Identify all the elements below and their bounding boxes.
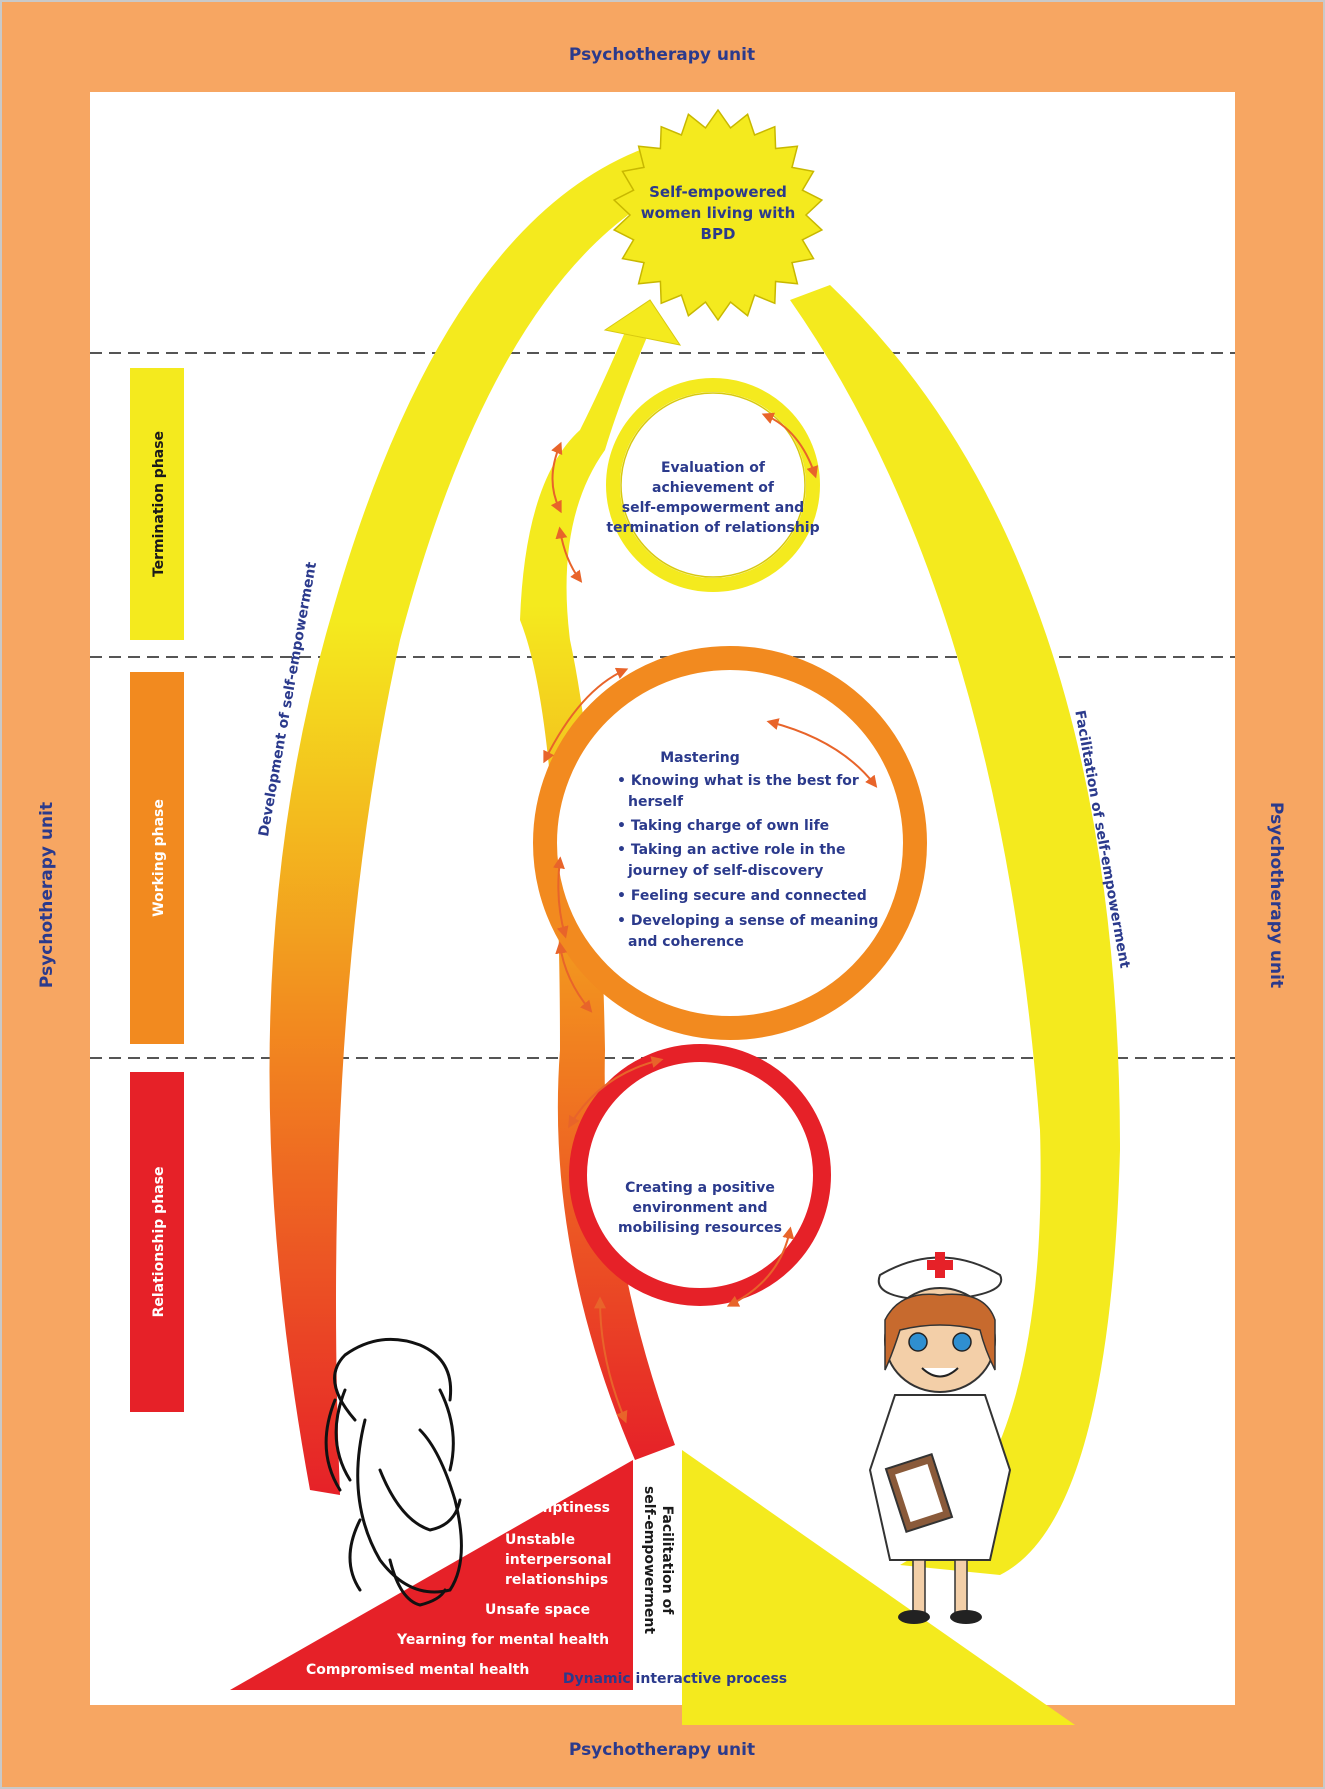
termination-phase-bar xyxy=(130,368,184,640)
frame-left-label: Psychotherapy unit xyxy=(37,802,57,988)
facilitation-arc xyxy=(790,285,1120,1575)
relationship-phase-bar xyxy=(130,1072,184,1412)
nurse-icon xyxy=(868,1252,1012,1624)
triangle-item-1: Emptiness xyxy=(528,1500,610,1516)
sun-icon xyxy=(612,108,824,322)
sun-label-line2: women living with xyxy=(641,204,796,222)
triangle-item-5: Compromised mental health xyxy=(306,1662,529,1678)
termination-text-line2: achievement of xyxy=(652,480,775,496)
bullet-1-line2: herself xyxy=(628,794,684,810)
yellow-triangle xyxy=(682,1450,1075,1725)
frame-top-label: Psychotherapy unit xyxy=(569,45,755,65)
triangle-item-2b: interpersonal xyxy=(505,1552,611,1568)
working-phase-label: Working phase xyxy=(151,799,167,917)
working-phase-bar xyxy=(130,672,184,1044)
relationship-text-line1: Creating a positive xyxy=(625,1180,775,1196)
bullet-3-line1: • Taking an active role in the xyxy=(617,842,846,858)
bullet-3-line2: journey of self-discovery xyxy=(627,863,823,879)
frame-bottom-label: Psychotherapy unit xyxy=(569,1740,755,1760)
red-triangle xyxy=(230,1460,633,1690)
triangle-item-2a: Unstable xyxy=(505,1532,575,1548)
frame-right-label: Psychotherapy unit xyxy=(1266,802,1286,988)
development-arc xyxy=(269,150,650,1495)
bullet-5-line2: and coherence xyxy=(628,934,744,950)
mastering-bullets: • Knowing what is the best for herself •… xyxy=(617,773,878,950)
bullet-4: • Feeling secure and connected xyxy=(617,888,867,904)
triangle-item-3: Unsafe space xyxy=(485,1602,590,1618)
termination-text-line3: self-empowerment and xyxy=(622,500,804,516)
relationship-text-line3: mobilising resources xyxy=(618,1220,782,1236)
termination-phase-label: Termination phase xyxy=(151,431,167,577)
vertical-facilitation-line1: Facilitation of xyxy=(659,1506,675,1616)
bullet-2: • Taking charge of own life xyxy=(617,818,829,834)
relationship-phase-label: Relationship phase xyxy=(151,1167,167,1318)
termination-text-line4: termination of relationship xyxy=(606,520,819,536)
relationship-circle xyxy=(569,1044,831,1306)
bullet-5-line1: • Developing a sense of meaning xyxy=(617,913,878,929)
relationship-text-line2: environment and xyxy=(633,1200,768,1216)
triangle-item-4: Yearning for mental health xyxy=(396,1632,609,1648)
sun-label-line3: BPD xyxy=(701,225,736,243)
bullet-1-line1: • Knowing what is the best for xyxy=(617,773,859,789)
interaction-arrows xyxy=(543,412,878,1424)
crouching-woman-icon xyxy=(324,1337,463,1607)
vertical-facilitation-line2: self-empowerment xyxy=(641,1486,657,1634)
termination-text-line1: Evaluation of xyxy=(661,460,766,476)
sun-label-line1: Self-empowered xyxy=(649,183,787,201)
triangle-item-2c: relationships xyxy=(505,1572,608,1588)
dynamic-process-caption: Dynamic interactive process xyxy=(563,1671,787,1687)
mastering-title: Mastering xyxy=(660,750,740,766)
